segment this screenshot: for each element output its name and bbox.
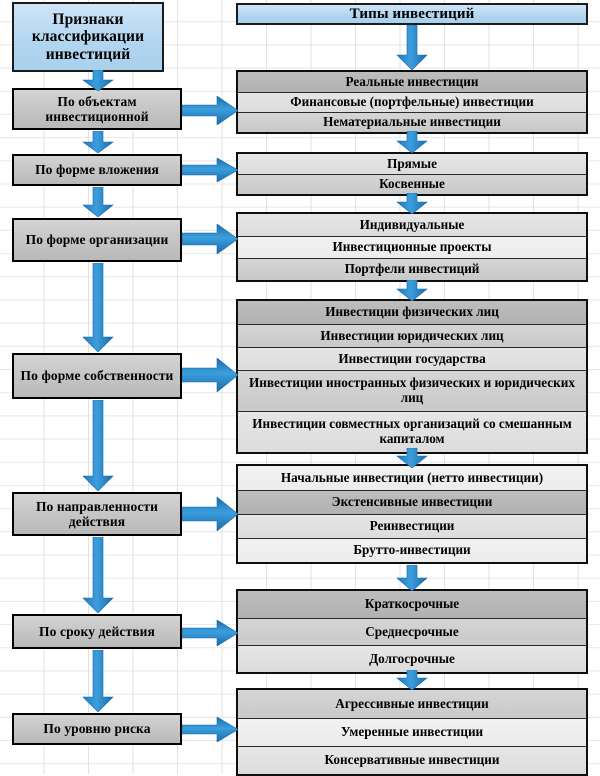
type-row[interactable]: Прямые bbox=[238, 154, 586, 174]
criteria-box-risk-level[interactable]: По уровню риска bbox=[12, 713, 182, 745]
type-row[interactable]: Брутто-инвестиции bbox=[238, 538, 586, 562]
right-arrow-icon bbox=[182, 717, 238, 742]
right-column-title: Типы инвестиций bbox=[236, 3, 588, 25]
right-arrow-icon bbox=[182, 497, 238, 531]
type-row[interactable]: Краткосрочные bbox=[238, 591, 586, 618]
type-row[interactable]: Среднесрочные bbox=[238, 618, 586, 645]
down-arrow-icon bbox=[82, 650, 114, 712]
type-group-form-of-contribution: Прямые Косвенные bbox=[236, 152, 588, 196]
type-row[interactable]: Инвестиции юридических лиц bbox=[238, 324, 586, 347]
down-arrow-icon bbox=[396, 25, 428, 70]
type-row[interactable]: Инвестиции иностранных физических и юрид… bbox=[238, 370, 586, 411]
down-arrow-icon bbox=[82, 537, 114, 613]
right-arrow-icon bbox=[182, 224, 238, 254]
left-column-title: Признаки классификации инвестиций bbox=[12, 2, 164, 72]
type-group-form-of-ownership: Инвестиции физических лиц Инвестиции юри… bbox=[236, 299, 588, 454]
type-group-direction-of-action: Начальные инвестиции (нетто инвестиции) … bbox=[236, 464, 588, 564]
down-arrow-icon bbox=[82, 400, 114, 491]
type-row[interactable]: Агрессивные инвестиции bbox=[238, 690, 586, 718]
down-arrow-icon bbox=[82, 131, 114, 153]
type-row[interactable]: Инвестиции физических лиц bbox=[238, 301, 586, 324]
type-row[interactable]: Финансовые (портфельные) инвестиции bbox=[238, 92, 586, 112]
down-arrow-icon bbox=[396, 280, 428, 301]
type-group-form-of-organization: Индивидуальные Инвестиционные проекты По… bbox=[236, 212, 588, 282]
type-row[interactable]: Начальные инвестиции (нетто инвестиции) bbox=[238, 466, 586, 490]
type-row[interactable]: Инвестиционные проекты bbox=[238, 236, 586, 258]
type-row[interactable]: Умеренные инвестиции bbox=[238, 718, 586, 746]
type-row[interactable]: Реинвестиции bbox=[238, 514, 586, 538]
down-arrow-icon bbox=[82, 70, 114, 91]
right-arrow-icon bbox=[182, 96, 238, 125]
right-arrow-icon bbox=[182, 620, 238, 646]
down-arrow-icon bbox=[396, 670, 428, 690]
type-row[interactable]: Косвенные bbox=[238, 174, 586, 194]
right-arrow-icon bbox=[182, 358, 238, 392]
down-arrow-icon bbox=[396, 448, 428, 468]
type-row[interactable]: Нематериальные инвестиции bbox=[238, 112, 586, 132]
criteria-box-direction-of-action[interactable]: По направленности действия bbox=[12, 492, 182, 536]
down-arrow-icon bbox=[396, 131, 428, 153]
type-row[interactable]: Индивидуальные bbox=[238, 214, 586, 236]
type-row[interactable]: Инвестиции совместных организаций со сме… bbox=[238, 411, 586, 452]
down-arrow-icon bbox=[396, 565, 428, 591]
type-row[interactable]: Консервативные инвестиции bbox=[238, 746, 586, 774]
criteria-box-form-of-organization[interactable]: По форме организации bbox=[12, 218, 182, 262]
criteria-box-form-of-ownership[interactable]: По форме собственности bbox=[12, 353, 182, 399]
right-arrow-icon bbox=[182, 158, 238, 182]
down-arrow-icon bbox=[396, 193, 428, 214]
type-group-objects: Реальные инвестиции Финансовые (портфель… bbox=[236, 70, 588, 134]
type-group-risk-level: Агрессивные инвестиции Умеренные инвести… bbox=[236, 688, 588, 776]
down-arrow-icon bbox=[82, 263, 114, 352]
type-row[interactable]: Экстенсивные инвестиции bbox=[238, 490, 586, 514]
down-arrow-icon bbox=[82, 187, 114, 217]
type-group-term: Краткосрочные Среднесрочные Долгосрочные bbox=[236, 589, 588, 674]
type-row[interactable]: Портфели инвестиций bbox=[238, 258, 586, 280]
type-row[interactable]: Долгосрочные bbox=[238, 645, 586, 672]
type-row[interactable]: Реальные инвестиции bbox=[238, 72, 586, 92]
criteria-box-objects[interactable]: По объектам инвестиционной bbox=[12, 88, 182, 130]
type-row[interactable]: Инвестиции государства bbox=[238, 347, 586, 370]
criteria-box-form-of-contribution[interactable]: По форме вложения bbox=[12, 154, 182, 186]
criteria-box-term[interactable]: По сроку действия bbox=[12, 614, 182, 649]
